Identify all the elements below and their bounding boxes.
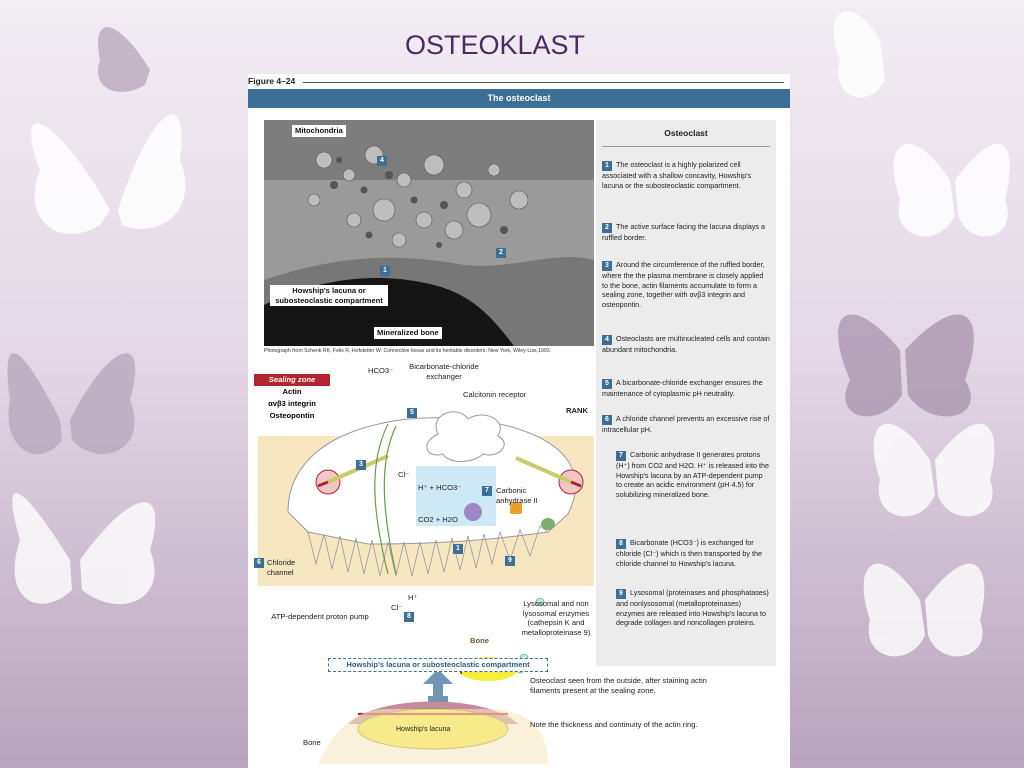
nucleus-cloud [426, 411, 505, 462]
up-arrow [423, 669, 453, 699]
callout-8: 8 [404, 612, 414, 622]
sealing-zone-right [515, 456, 584, 495]
bottom-bone [318, 709, 548, 764]
sealing-zone-osteopontin: Osteopontin [269, 411, 315, 420]
butterfly-decoration-left [7, 27, 186, 605]
butterfly-decoration-right [833, 11, 1010, 657]
howship-small-label: Howship's lacuna [396, 726, 451, 733]
ruffled-border [307, 525, 549, 577]
callout-3: 3 [356, 460, 366, 470]
hco3-label: HCO3⁻ [368, 366, 394, 375]
carbonic-anhydrase-enzyme [464, 503, 482, 521]
howship-compartment-box: Howship's lacuna or subosteoclastic comp… [328, 658, 548, 672]
slide-title: OSTEOKLAST [404, 30, 586, 60]
mitochondria-label: Mitochondria [292, 125, 346, 137]
atp-pump-label: ATP-dependent proton pump [271, 612, 369, 621]
rank-label: RANK [566, 406, 588, 415]
sealing-zone-box: Sealing zone Actin αvβ3 integrin Osteopo… [254, 374, 330, 422]
osteoclast-figure: Figure 4–24 The osteoclast Mitochondria … [248, 74, 790, 768]
outside-view-label: Osteoclast seen from the outside, after … [530, 676, 707, 695]
figure-rule [303, 82, 784, 83]
micrograph-image [264, 120, 594, 346]
callout-5: 5 [407, 408, 417, 418]
photo-credit: Photograph from Schenk RK, Felix R, Hofs… [264, 348, 552, 354]
callout-9: 9 [505, 556, 515, 566]
panel-title: Osteoclast [664, 128, 708, 138]
callout-4-photo: 4 [377, 156, 387, 166]
sealing-zone-left [315, 454, 389, 495]
sealing-zone-actin: Actin [282, 387, 302, 396]
sealing-zone-integrin: αvβ3 integrin [268, 399, 316, 408]
callout-1: 1 [453, 544, 463, 554]
rank-shape [541, 518, 555, 530]
carbonic-anhydrase-region [416, 466, 496, 526]
cl-bottom-label: Cl⁻ [391, 603, 403, 612]
callout-6: 6 [254, 558, 264, 568]
bone-label: Bone [470, 636, 489, 645]
chloride-channel-label: Chloride channel [267, 558, 296, 577]
ion-path [374, 423, 389, 575]
bicarbonate-label: Bicarbonate-chloride exchanger [409, 362, 479, 381]
callout-2-photo: 2 [496, 248, 506, 258]
calcitonin-receptor-shape [510, 502, 522, 514]
cl-top-label: Cl⁻ [398, 470, 410, 479]
figure-banner: The osteoclast [248, 89, 790, 108]
panel-rule [602, 146, 770, 147]
bone-bottom-label: Bone [303, 738, 321, 747]
callout-7: 7 [482, 486, 492, 496]
lacuna-photo-label: Howship's lacuna or subosteoclastic comp… [270, 285, 388, 306]
calcitonin-label: Calcitonin receptor [463, 390, 527, 399]
figure-label: Figure 4–24 [248, 76, 296, 86]
electron-micrograph: Mitochondria Howship's lacuna or suboste… [264, 120, 594, 346]
h-hco3-label: H⁺ + HCO3⁻ [418, 483, 462, 492]
h-plus-label: H⁺ [408, 593, 418, 602]
co2-h2o-label: CO2 + H2O [418, 515, 458, 524]
lysosomal-label: Lysosomal and non lysosomal enzymes (cat… [521, 599, 591, 637]
osteoclast-schematic [258, 411, 594, 764]
thickness-label: Note the thickness and continuity of the… [530, 720, 698, 729]
mineralized-bone-label: Mineralized bone [374, 327, 442, 339]
callout-1-photo: 1 [380, 266, 390, 276]
sealing-zone-title: Sealing zone [254, 374, 330, 386]
carbonic-label: Carbonic anhydrase II [496, 486, 538, 505]
